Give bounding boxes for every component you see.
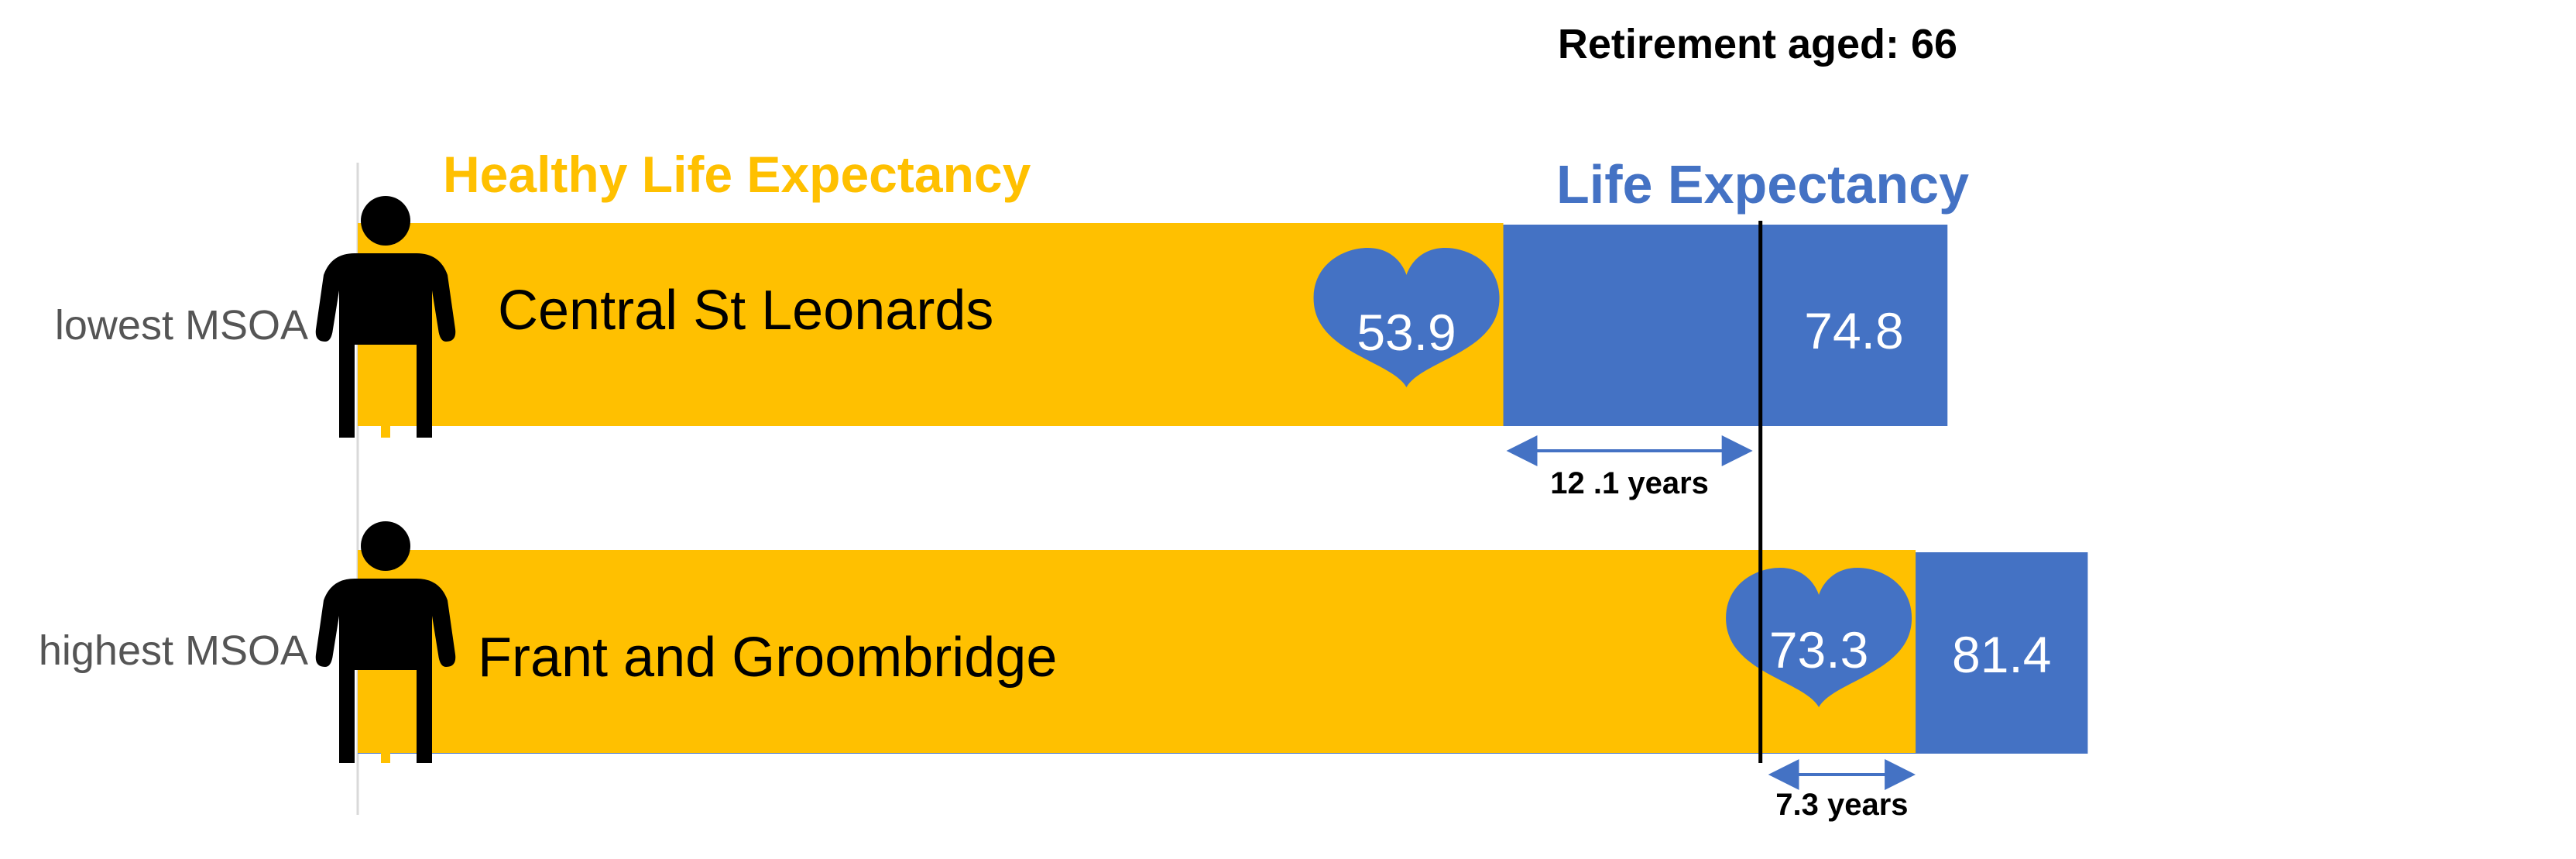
legend-life-expectancy: Life Expectancy [1556,154,1969,215]
healthy-value-label-lowest: 53.9 [1357,304,1456,361]
gap-label-lowest: 12 .1 years [1550,466,1709,500]
chart-title: Retirement aged: 66 [1558,21,1957,67]
category-label-highest: highest MSOA [39,627,308,674]
row-highest-msoa: highest MSOA Frant and Groombridge 73.3 … [39,521,2088,822]
area-name-highest: Frant and Groombridge [478,627,1057,689]
person-icon [315,196,456,438]
area-name-lowest: Central St Leonards [498,280,993,342]
row-lowest-msoa: lowest MSOA Central St Leonards 53.9 74.… [55,196,1948,500]
bar-healthy-life-expectancy-lowest [358,223,1504,426]
bar-healthy-life-expectancy-highest [358,550,1916,753]
category-label-lowest: lowest MSOA [55,302,308,349]
life-value-label-highest: 81.4 [1952,626,2051,683]
person-icon [315,521,456,763]
gap-label-highest: 7.3 years [1775,788,1908,822]
healthy-value-label-highest: 73.3 [1769,621,1868,679]
heart-icon [1726,568,1912,707]
life-value-label-lowest: 74.8 [1804,302,1903,359]
legend-healthy-life-expectancy: Healthy Life Expectancy [443,146,1031,203]
heart-icon [1313,248,1500,387]
